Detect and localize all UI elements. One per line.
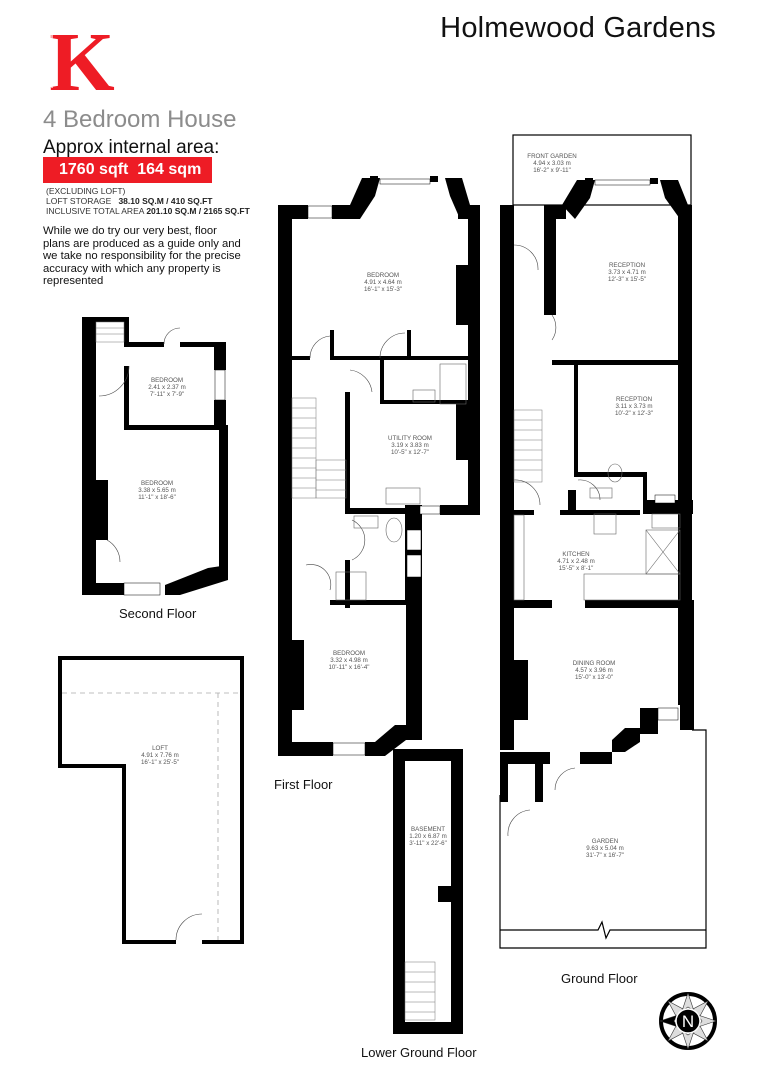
utility-sink-icon (385, 487, 421, 505)
inclusive-total-line: INCLUSIVE TOTAL AREA 201.10 SQ.M / 2165 … (46, 206, 250, 216)
second-floor-plan (82, 317, 228, 595)
ground-floor-label: Ground Floor (561, 971, 638, 986)
north-compass-icon: N (659, 992, 717, 1050)
area-badge: 1760 sqft 164 sqm (43, 157, 212, 183)
garden-outline (499, 729, 707, 949)
lower-ground-floor-label: Lower Ground Floor (361, 1045, 477, 1060)
bathtub-icon (439, 363, 467, 405)
excluding-note: (EXCLUDING LOFT) (46, 186, 126, 196)
property-type: 4 Bedroom House (43, 106, 237, 133)
kitchen-sink-icon (651, 513, 681, 529)
ground-floor-plan (500, 178, 694, 802)
svg-text:K: K (49, 22, 114, 97)
second-floor-label: Second Floor (119, 606, 197, 621)
lower-ground-floor-plan (393, 749, 463, 1034)
front-garden-outline (512, 134, 692, 206)
garden-break-line (500, 920, 706, 940)
area-notes: (EXCLUDING LOFT) LOFT STORAGE 38.10 SQ.M… (46, 186, 250, 216)
svg-text:N: N (682, 1012, 694, 1031)
property-title: Holmewood Gardens (440, 12, 716, 44)
agency-logo-icon: K (49, 22, 114, 97)
toilet-icon (385, 517, 403, 543)
first-floor-plan (278, 176, 480, 756)
first-floor-label: First Floor (274, 777, 333, 792)
loft-plan (58, 656, 244, 944)
hob-icon (593, 513, 617, 535)
area-label: Approx internal area: (43, 137, 220, 158)
shower-icon (335, 571, 367, 601)
disclaimer-text: While we do try our very best, floor pla… (43, 225, 241, 288)
loft-storage-line: LOFT STORAGE 38.10 SQ.M / 410 SQ.FT (46, 196, 213, 206)
